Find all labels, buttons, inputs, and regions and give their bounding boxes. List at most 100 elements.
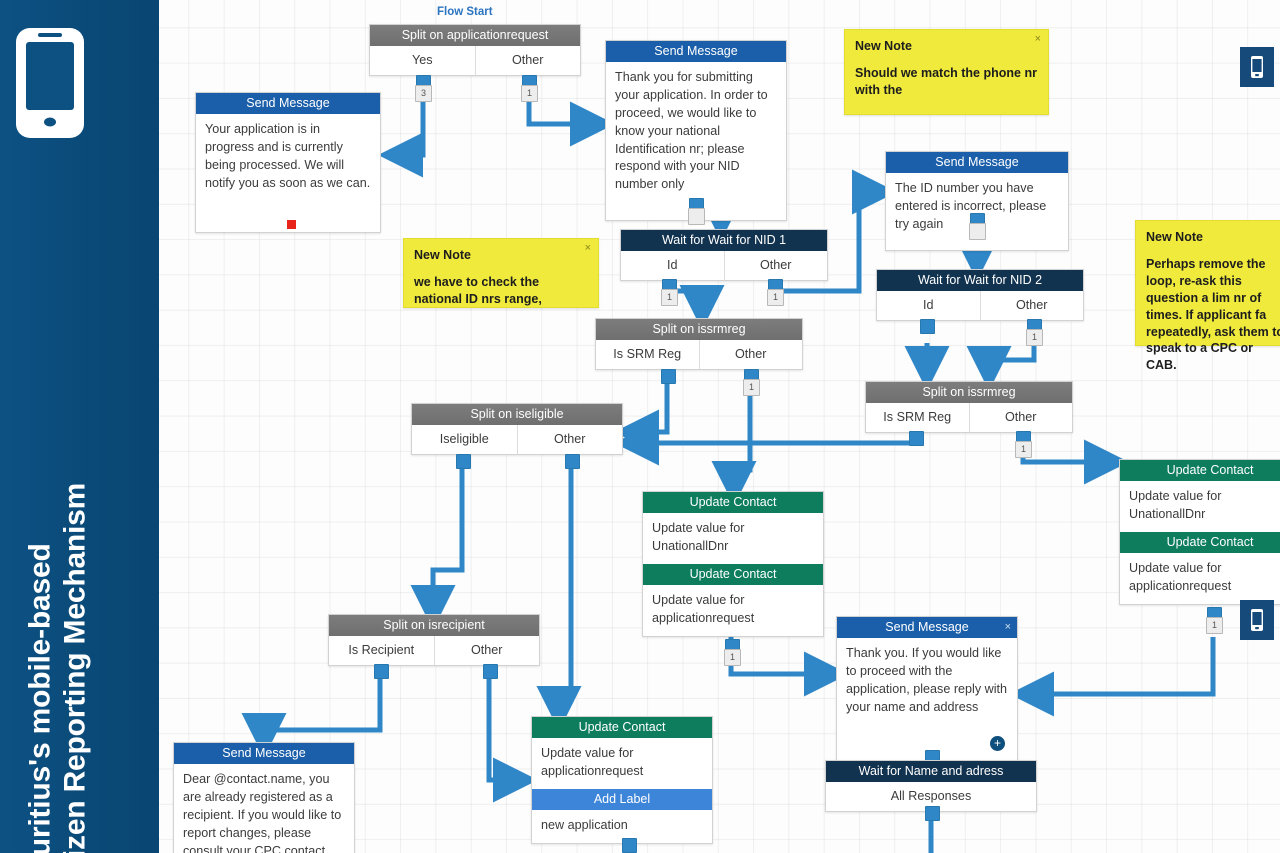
category-other[interactable]: Other	[698, 340, 803, 369]
counter-send-thank-you	[688, 208, 705, 225]
node-body-text: Dear @contact.name, you are already regi…	[183, 772, 342, 853]
note-remove-loop[interactable]: × New Note Perhaps remove the loop, re-a…	[1135, 220, 1280, 372]
node-update-add-label[interactable]: Update Contact Update value for applicat…	[531, 716, 713, 844]
node-categories: Is SRM Reg Other	[866, 403, 1072, 432]
phone-icon-top[interactable]	[1240, 47, 1274, 87]
counter-issrmreg-left-other: 1	[743, 379, 760, 396]
category-is-srm-reg[interactable]: Is SRM Reg	[883, 410, 952, 424]
node-wait-nid-2[interactable]: Wait for Wait for NID 2 Id Other	[876, 269, 1084, 321]
counter-nid1-other: 1	[767, 289, 784, 306]
port-issrmreg-left-yes[interactable]	[661, 369, 676, 384]
flow-start-label: Flow Start	[437, 6, 493, 18]
add-node-button[interactable]: +	[990, 736, 1005, 751]
category-other[interactable]: Other	[516, 425, 623, 454]
node-body-text-1: Update value for applicationrequest	[541, 746, 644, 778]
node-send-thank-you-nid[interactable]: Send Message Thank you for submitting yo…	[605, 40, 787, 221]
node-header: Send Message	[174, 743, 354, 764]
node-header: Wait for Wait for NID 2	[877, 270, 1083, 291]
category-yes[interactable]: Yes	[411, 53, 433, 67]
mobile-phone-icon	[1251, 609, 1263, 631]
node-header-1: Update Contact	[532, 717, 712, 738]
port-update-add-label[interactable]	[622, 838, 637, 853]
node-body-text-1: Update value for UnationallDnr	[652, 521, 745, 553]
node-update-right-stack[interactable]: Update Contact Update value for Unationa…	[1119, 459, 1280, 605]
counter-nid2-other: 1	[1026, 329, 1043, 346]
note-phone-match[interactable]: × New Note Should we match the phone nr …	[844, 29, 1049, 115]
counter-update-center: 1	[724, 649, 741, 666]
node-header: Split on iseligible	[412, 404, 622, 425]
counter-update-right: 1	[1206, 617, 1223, 634]
category-all-responses[interactable]: All Responses	[890, 789, 972, 803]
mobile-phone-icon	[1251, 56, 1263, 78]
node-split-issrmreg-right[interactable]: Split on issrmreg Is SRM Reg Other	[865, 381, 1073, 433]
node-body-text-2: new application	[541, 817, 628, 832]
node-wait-name-address[interactable]: Wait for Name and adress All Responses	[825, 760, 1037, 812]
node-body-text: Thank you for submitting your applicatio…	[615, 70, 768, 192]
node-header: Split on applicationrequest	[370, 25, 580, 46]
category-other[interactable]: Other	[433, 636, 540, 665]
node-body-text: Your application is in progress and is c…	[205, 122, 371, 190]
node-header: Send Message	[196, 93, 380, 114]
node-header: Send Message	[886, 152, 1068, 173]
node-categories: Yes Other	[370, 46, 580, 75]
counter-yes: 3	[415, 85, 432, 102]
node-update-center-stack[interactable]: Update Contact Update value for Unationa…	[642, 491, 824, 637]
category-id[interactable]: Id	[666, 258, 678, 272]
category-other[interactable]: Other	[968, 403, 1073, 432]
category-other[interactable]: Other	[979, 291, 1084, 320]
category-other[interactable]: Other	[723, 251, 828, 280]
red-status-square	[287, 220, 296, 229]
node-header: Wait for Wait for NID 1	[621, 230, 827, 251]
port-iseligible-yes[interactable]	[456, 454, 471, 469]
counter-nid1-id: 1	[661, 289, 678, 306]
port-wait-name-address[interactable]	[925, 806, 940, 821]
node-send-in-progress[interactable]: Send Message Your application is in prog…	[195, 92, 381, 233]
flow-canvas[interactable]: Flow Start Split on applicationrequest Y…	[159, 0, 1280, 853]
node-categories: All Responses	[826, 782, 1036, 811]
node-send-proceed-name-address[interactable]: Send Message × Thank you. If you would l…	[836, 616, 1018, 764]
banner-title: Mauritius's mobile-based Citizen Reporti…	[23, 482, 92, 853]
node-header: Wait for Name and adress	[826, 761, 1036, 782]
node-categories: Iseligible Other	[412, 425, 622, 454]
port-issrmreg-right-yes[interactable]	[909, 431, 924, 446]
node-send-already-recipient[interactable]: Send Message Dear @contact.name, you are…	[173, 742, 355, 853]
node-split-isrecipient[interactable]: Split on isrecipient Is Recipient Other	[328, 614, 540, 666]
close-icon[interactable]: ×	[1004, 621, 1011, 633]
category-id[interactable]: Id	[922, 298, 934, 312]
close-icon[interactable]: ×	[1034, 33, 1041, 45]
banner-edge	[150, 0, 159, 853]
node-split-issrmreg-left[interactable]: Split on issrmreg Is SRM Reg Other	[595, 318, 803, 370]
connector-wires	[241, 96, 1216, 853]
port-nid2-id[interactable]	[920, 319, 935, 334]
node-split-iseligible[interactable]: Split on iseligible Iseligible Other	[411, 403, 623, 455]
note-national-id-range[interactable]: × New Note we have to check the national…	[403, 238, 599, 308]
node-body-text-2: Update value for applicationrequest	[652, 592, 755, 625]
mobile-phone-icon	[16, 28, 84, 138]
category-other[interactable]: Other	[474, 46, 581, 75]
category-iseligible[interactable]: Iseligible	[439, 432, 489, 446]
note-text: Should we match the phone nr with the	[855, 66, 1037, 97]
node-header-2: Update Contact	[1120, 531, 1280, 553]
note-title: New Note	[855, 39, 912, 53]
category-is-srm-reg[interactable]: Is SRM Reg	[613, 347, 682, 361]
node-header-label: Send Message	[885, 620, 969, 634]
node-body-text: The ID number you have entered is incorr…	[895, 181, 1047, 231]
node-wait-nid-1[interactable]: Wait for Wait for NID 1 Id Other	[620, 229, 828, 281]
node-categories: Id Other	[877, 291, 1083, 320]
node-body-text: Thank you. If you would like to proceed …	[846, 646, 1008, 714]
port-isrecipient-other[interactable]	[483, 664, 498, 679]
counter-issrmreg-right-other: 1	[1015, 441, 1032, 458]
node-split-applicationrequest[interactable]: Split on applicationrequest Yes Other	[369, 24, 581, 76]
port-iseligible-other[interactable]	[565, 454, 580, 469]
counter-other: 1	[521, 85, 538, 102]
node-header-1: Update Contact	[1120, 460, 1280, 481]
node-header-2: Add Label	[532, 788, 712, 810]
note-text: Perhaps remove the loop, re-ask this que…	[1146, 257, 1280, 373]
phone-icon-bottom[interactable]	[1240, 600, 1274, 640]
port-isrecipient-yes[interactable]	[374, 664, 389, 679]
node-header: Split on issrmreg	[866, 382, 1072, 403]
close-icon[interactable]: ×	[584, 242, 591, 254]
node-send-id-incorrect[interactable]: Send Message The ID number you have ente…	[885, 151, 1069, 251]
category-is-recipient[interactable]: Is Recipient	[348, 643, 415, 657]
